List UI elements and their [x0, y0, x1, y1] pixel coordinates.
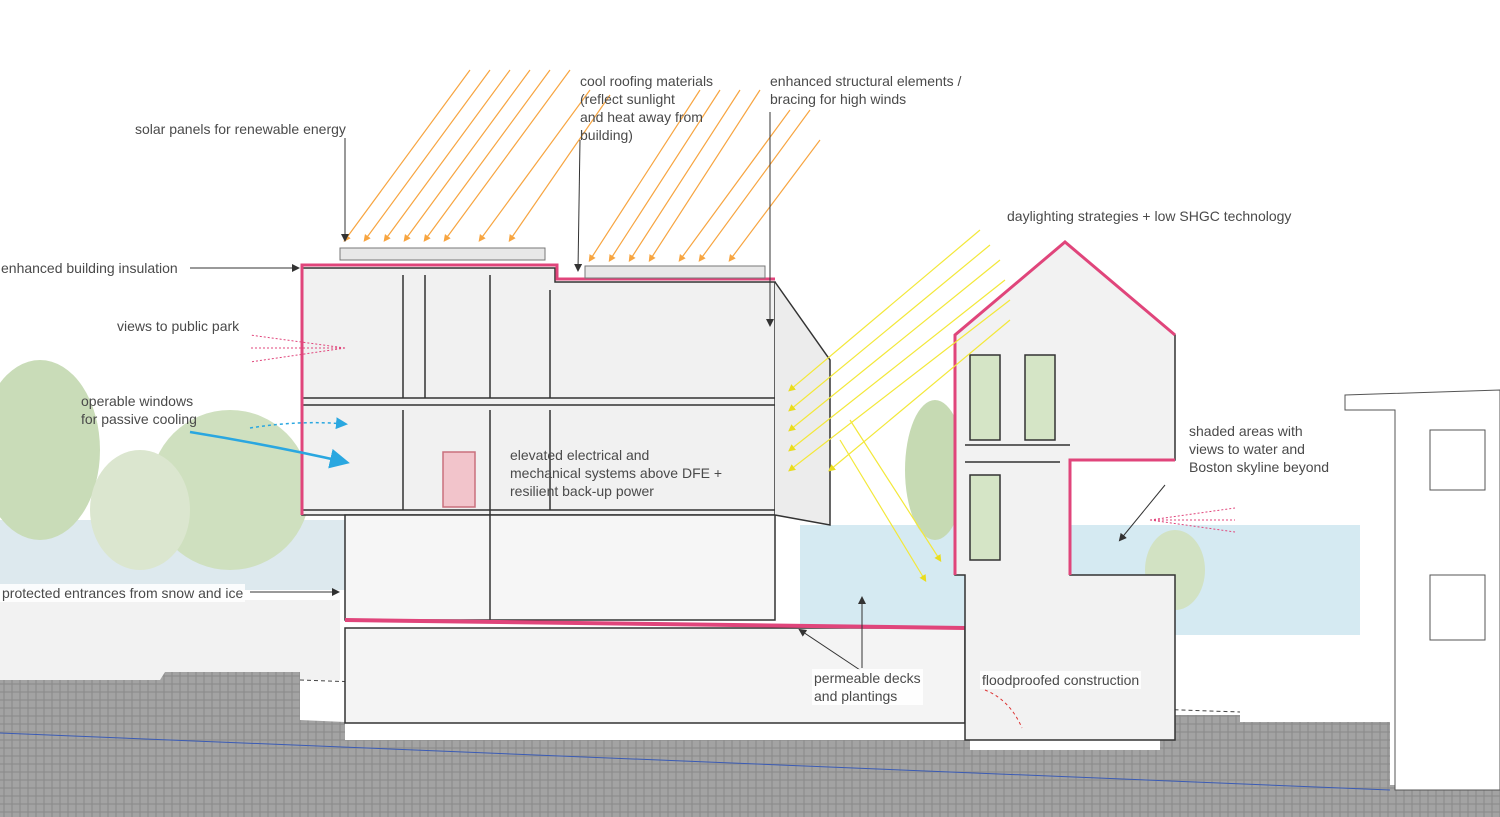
label-building-insulation: enhanced building insulation [1, 260, 178, 276]
label-views-public-park: views to public park [117, 318, 240, 334]
flood-arrow [984, 689, 1023, 729]
main-building-section [301, 267, 966, 724]
label-solar-panels: solar panels for renewable energy [135, 121, 346, 137]
leader-lines [190, 112, 1166, 671]
ground-section [0, 672, 1500, 817]
right-house-section [954, 241, 1176, 741]
label-shaded-areas: shaded areas with views to water and Bos… [1189, 423, 1330, 475]
daylight-rays [788, 229, 1011, 583]
label-daylighting: daylighting strategies + low SHGC techno… [1007, 208, 1292, 224]
label-elevated-systems: elevated electrical and mechanical syste… [510, 447, 723, 499]
sun-rays [343, 69, 821, 263]
label-structural-bracing: enhanced structural elements / bracing f… [770, 73, 962, 107]
water-table-line [0, 732, 1391, 791]
label-floodproofed: floodproofed construction [980, 671, 1142, 689]
insulation-envelope [300, 263, 775, 515]
airflow-arrows [189, 417, 350, 469]
view-lines [249, 334, 1236, 533]
solar-panels [339, 247, 766, 279]
neighbor-building [1344, 389, 1500, 791]
right-house-insulation [953, 240, 1176, 575]
label-cool-roofing: cool roofing materials (reflect sunlight… [580, 73, 714, 143]
label-protected-entrances: protected entrances from snow and ice [0, 584, 246, 602]
label-operable-windows: operable windows for passive cooling [81, 393, 197, 427]
label-permeable-decks: permeable decks and plantings [812, 669, 923, 705]
